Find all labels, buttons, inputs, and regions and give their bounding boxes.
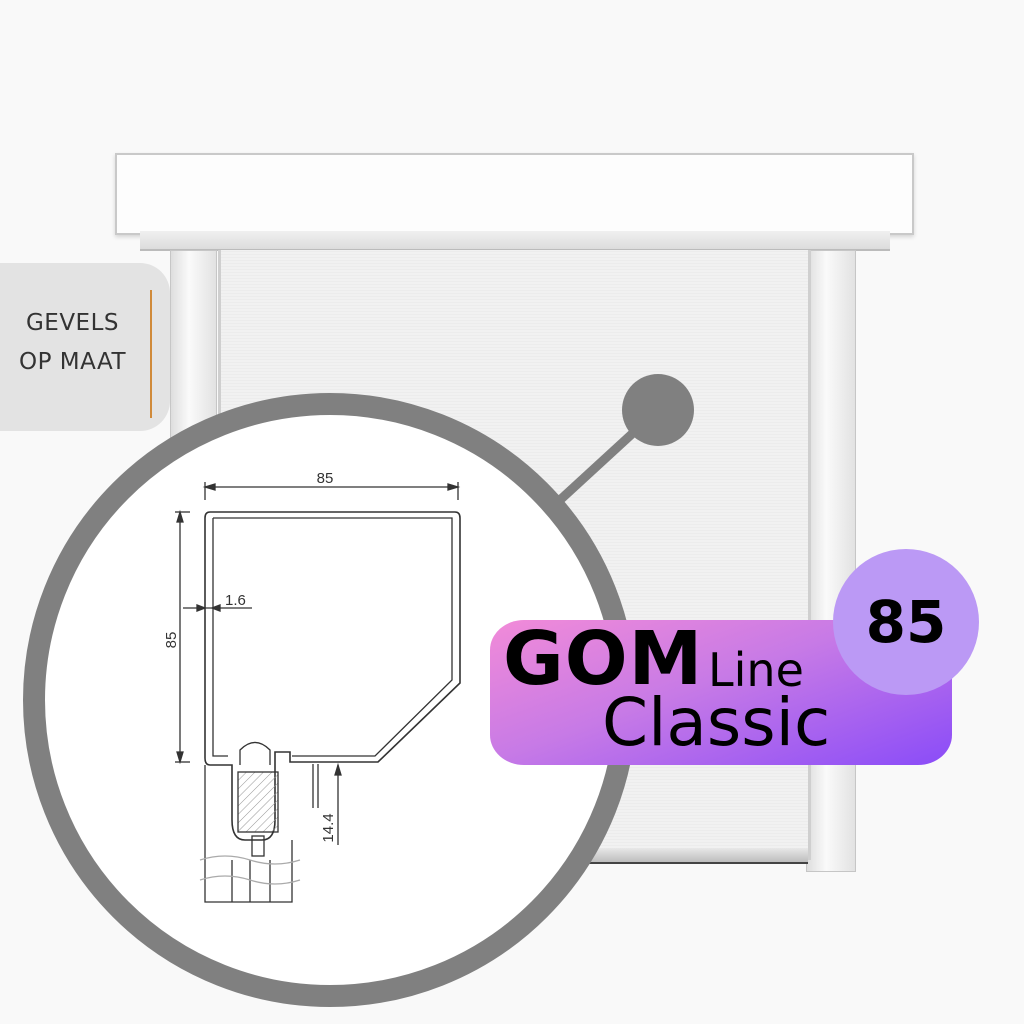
label-line-2: OP MAAT: [19, 349, 126, 375]
accent-line: [150, 290, 152, 418]
product-model: Classic: [602, 684, 831, 761]
label-line-1: GEVELS: [25, 310, 120, 336]
cassette-box: [115, 153, 914, 235]
dim-wall: 1.6: [225, 592, 246, 609]
right-side-rail: [806, 250, 856, 872]
dim-height: 85: [163, 632, 180, 649]
product-line: Line: [708, 643, 804, 697]
dim-bottom: 14.4: [320, 813, 337, 842]
brand-label-box: [0, 263, 170, 431]
callout-dot: [622, 374, 694, 446]
size-badge: 85: [833, 549, 979, 695]
profile-drawing: [175, 482, 461, 903]
brand-name: GOM: [503, 616, 704, 702]
dim-width: 85: [317, 470, 334, 487]
